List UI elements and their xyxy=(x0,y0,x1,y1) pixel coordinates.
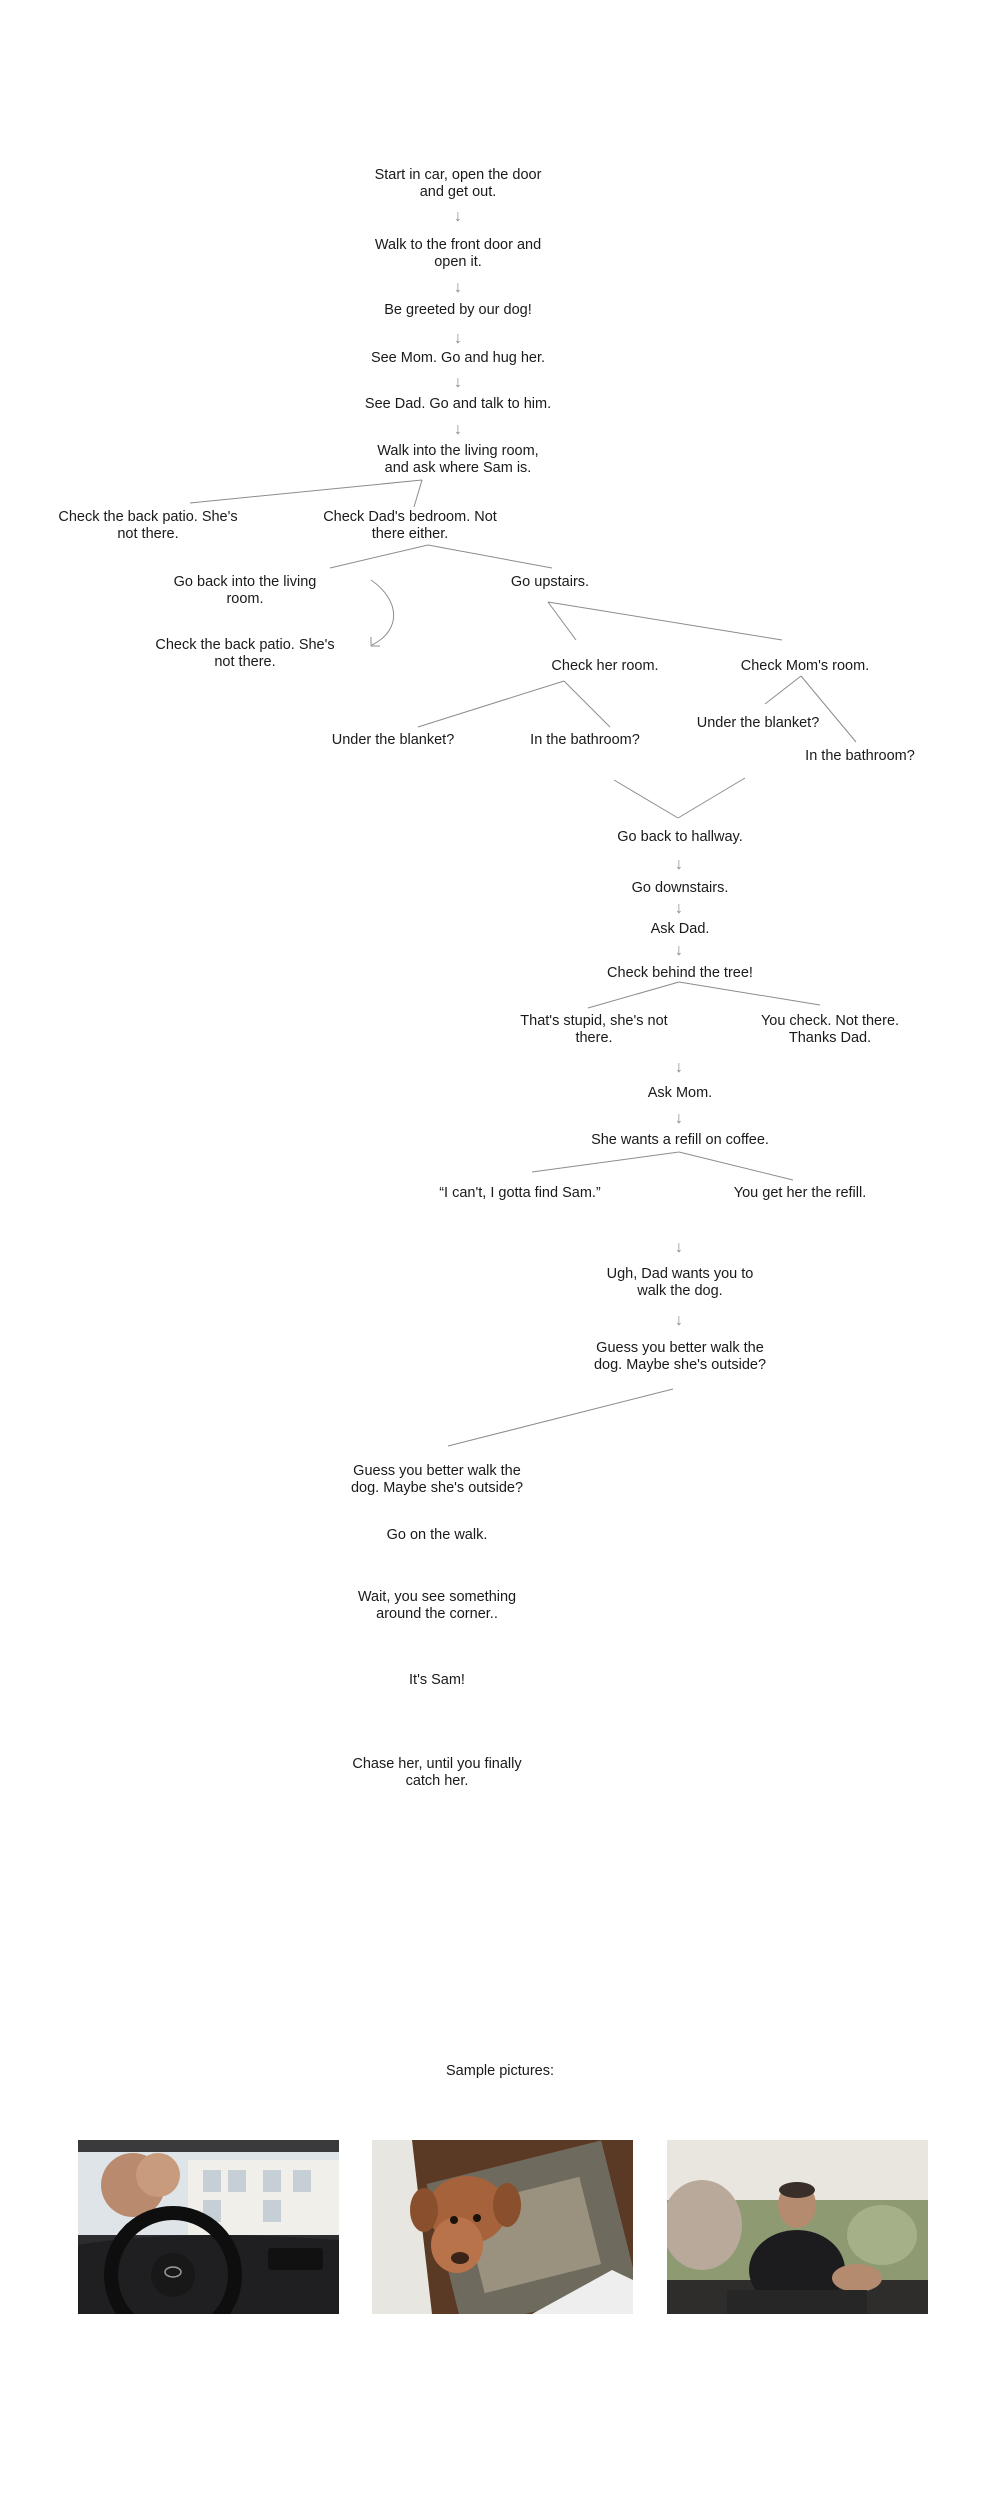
down-arrow-icon: ↓ xyxy=(454,330,462,347)
step-get-refill: You get her the refill. xyxy=(733,1185,867,1201)
step-thats-stupid: That's stupid, she's not there. xyxy=(520,1013,668,1046)
down-arrow-icon: ↓ xyxy=(454,374,462,391)
dog-photo xyxy=(372,2140,633,2314)
step-check-moms-room: Check Mom's room. xyxy=(740,658,870,674)
step-go-downstairs: Go downstairs. xyxy=(631,880,729,896)
step-start-in-car: Start in car, open the door and get out. xyxy=(374,167,542,200)
step-bathroom-2: In the bathroom? xyxy=(805,748,915,764)
step-see-mom: See Mom. Go and hug her. xyxy=(370,350,546,366)
down-arrow-icon: ↓ xyxy=(675,1239,683,1256)
down-arrow-icon: ↓ xyxy=(454,421,462,438)
step-you-check: You check. Not there. Thanks Dad. xyxy=(760,1013,900,1046)
step-cant-find-sam: “I can't, I gotta find Sam.” xyxy=(439,1185,601,1201)
down-arrow-icon: ↓ xyxy=(675,1312,683,1329)
step-back-patio-2: Check the back patio. She's not there. xyxy=(155,637,335,670)
down-arrow-icon: ↓ xyxy=(675,1059,683,1076)
step-living-room: Walk into the living room, and ask where… xyxy=(377,443,539,476)
step-back-living-room: Go back into the living room. xyxy=(173,574,317,607)
step-ask-dad: Ask Dad. xyxy=(650,921,710,937)
down-arrow-icon: ↓ xyxy=(675,900,683,917)
step-go-on-walk: Go on the walk. xyxy=(386,1527,488,1543)
step-chase-her: Chase her, until you finally catch her. xyxy=(352,1756,522,1789)
step-guess-walk-dog-2: Guess you better walk the dog. Maybe she… xyxy=(350,1463,524,1496)
dad-on-couch-photo xyxy=(667,2140,928,2314)
step-ask-mom: Ask Mom. xyxy=(647,1085,713,1101)
step-dads-bedroom: Check Dad's bedroom. Not there either. xyxy=(323,509,497,542)
step-check-her-room: Check her room. xyxy=(551,658,659,674)
step-bathroom-1: In the bathroom? xyxy=(530,732,640,748)
step-walk-the-dog: Ugh, Dad wants you to walk the dog. xyxy=(606,1266,754,1299)
step-back-to-hallway: Go back to hallway. xyxy=(617,829,743,845)
step-walk-front-door: Walk to the front door and open it. xyxy=(374,237,542,270)
car-interior-photo xyxy=(78,2140,339,2314)
step-behind-tree: Check behind the tree! xyxy=(607,965,753,981)
step-under-blanket-2: Under the blanket? xyxy=(696,715,820,731)
step-its-sam: It's Sam! xyxy=(409,1672,465,1688)
step-see-something: Wait, you see something around the corne… xyxy=(357,1589,517,1622)
step-guess-walk-dog-1: Guess you better walk the dog. Maybe she… xyxy=(593,1340,767,1373)
step-greeted-by-dog: Be greeted by our dog! xyxy=(384,302,532,318)
step-go-upstairs: Go upstairs. xyxy=(510,574,590,590)
sample-pictures-heading: Sample pictures: xyxy=(446,2063,554,2079)
down-arrow-icon: ↓ xyxy=(454,208,462,225)
step-under-blanket-1: Under the blanket? xyxy=(331,732,455,748)
down-arrow-icon: ↓ xyxy=(454,279,462,296)
step-refill-coffee: She wants a refill on coffee. xyxy=(591,1132,769,1148)
step-back-patio-1: Check the back patio. She's not there. xyxy=(58,509,238,542)
down-arrow-icon: ↓ xyxy=(675,1110,683,1127)
step-see-dad: See Dad. Go and talk to him. xyxy=(364,396,552,412)
down-arrow-icon: ↓ xyxy=(675,942,683,959)
down-arrow-icon: ↓ xyxy=(675,856,683,873)
